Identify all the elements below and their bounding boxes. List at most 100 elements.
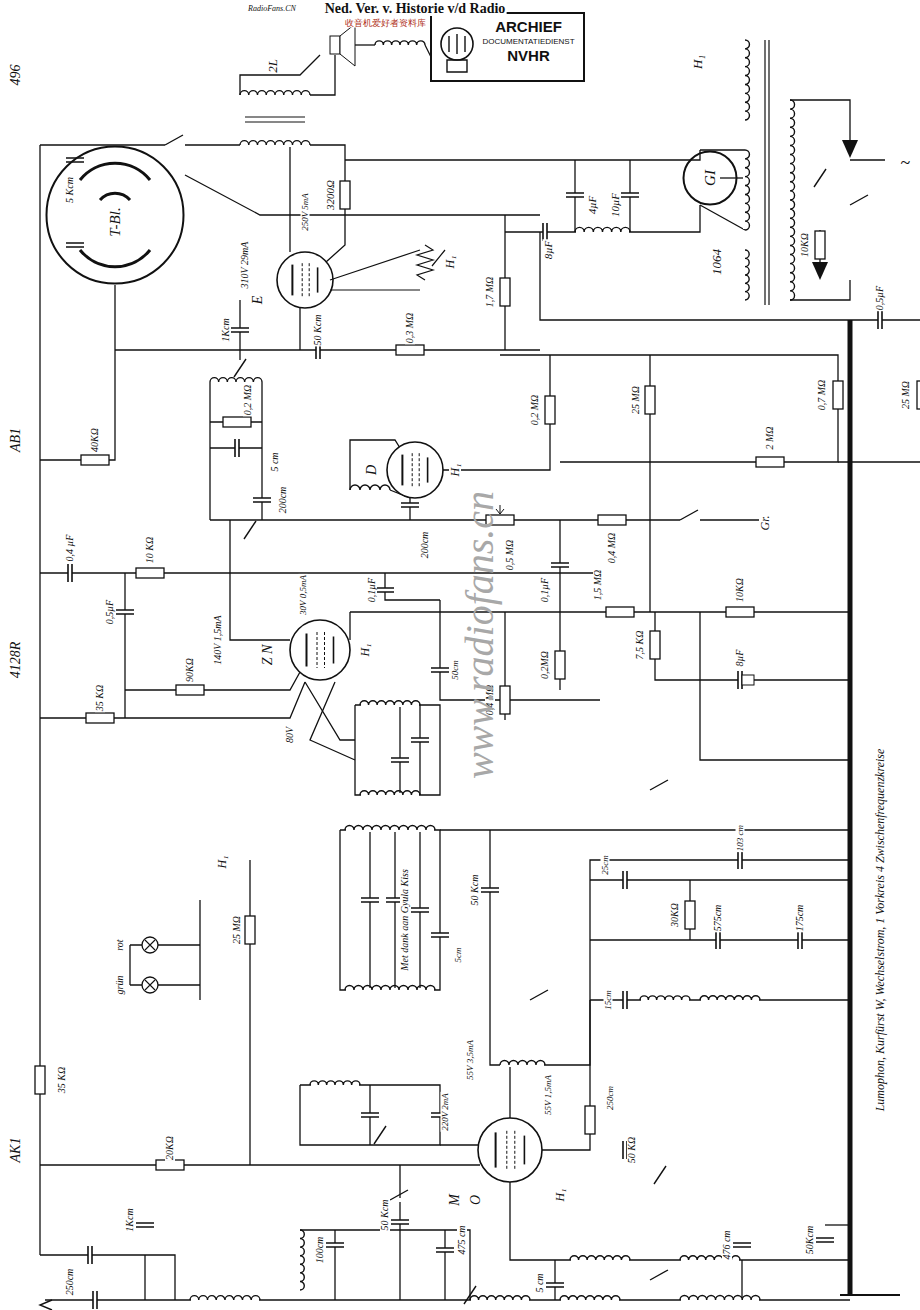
capacitor-plate xyxy=(316,341,320,359)
wire xyxy=(825,1224,850,1225)
component-value: M xyxy=(448,1193,462,1207)
wire xyxy=(345,150,700,160)
wire xyxy=(444,1230,445,1300)
capacitor-symbol xyxy=(738,851,742,869)
coil-symbol xyxy=(640,996,690,1000)
coil-gap xyxy=(681,1298,759,1302)
component-value: 55V 3,5mA xyxy=(466,1039,475,1081)
wire xyxy=(399,705,400,795)
capacitor-symbol xyxy=(733,1243,751,1247)
component-value: E xyxy=(251,295,265,306)
capacitor-plate xyxy=(68,564,72,582)
tube-envelope xyxy=(387,442,443,498)
capacitor-plate xyxy=(878,311,882,329)
capacitor-gap xyxy=(361,1113,379,1117)
wire xyxy=(130,984,200,985)
coil-gap xyxy=(501,1063,544,1067)
capacitor-plate xyxy=(66,158,84,162)
capacitor-plate xyxy=(543,223,547,241)
capacitor-plate xyxy=(326,1243,344,1247)
component-value: 25 MΩ xyxy=(631,385,641,415)
capacitor-gap xyxy=(235,439,239,457)
component-value: 80V xyxy=(285,726,295,744)
wire xyxy=(790,100,850,140)
coil-gap xyxy=(701,998,759,1002)
capacitor-plate xyxy=(88,1246,92,1264)
component-value: 0,2 MΩ xyxy=(530,394,540,427)
icon-bulb xyxy=(441,28,473,60)
capacitor-gap xyxy=(623,991,627,1009)
capacitor-symbol xyxy=(566,193,584,197)
wire xyxy=(245,116,305,117)
archive-icon xyxy=(437,20,477,80)
component-value: Met dank aan Gyula Kiss xyxy=(400,868,410,972)
tube-grid xyxy=(317,632,325,668)
tube-symbol xyxy=(277,252,333,308)
component-value: 1,5 MΩ xyxy=(593,569,603,602)
capacitor-plate xyxy=(621,193,639,197)
wire xyxy=(741,1260,742,1300)
wire xyxy=(385,573,440,600)
tube-symbol xyxy=(290,620,350,680)
component-value: 50 Kcm xyxy=(470,874,480,907)
wire xyxy=(130,944,200,945)
resistor-symbol xyxy=(815,231,825,259)
stamp-text: ARCHIEF xyxy=(482,18,575,37)
coil-gap xyxy=(743,151,747,229)
component-value: 40KΩ xyxy=(90,427,100,453)
capacitor-plate xyxy=(566,193,584,197)
capacitor-gap xyxy=(431,668,449,672)
component-value: rot xyxy=(115,938,125,951)
capacitor-gap xyxy=(376,588,394,592)
wire xyxy=(40,682,305,718)
coil-symbol xyxy=(700,996,760,1000)
capacitor-plate xyxy=(431,1113,449,1117)
capacitor-gap xyxy=(411,738,429,742)
wire xyxy=(40,572,600,573)
resistor-symbol xyxy=(756,457,784,467)
component-value: 575cm xyxy=(713,904,723,933)
capacitor-gap xyxy=(136,1223,154,1227)
archive-stamp: ARCHIEFDOCUMENTATIEDIENSTNVHR xyxy=(430,12,585,82)
component-value: H₁ xyxy=(449,463,461,478)
wire xyxy=(505,205,700,232)
capacitor-symbol xyxy=(235,439,239,457)
wire xyxy=(129,945,130,985)
switch-lever xyxy=(165,135,183,145)
tube-outline xyxy=(682,150,738,206)
capacitor-symbol xyxy=(391,1220,409,1224)
coil-symbol xyxy=(190,1296,260,1300)
wire xyxy=(305,682,355,740)
wire xyxy=(40,1255,175,1300)
component-value: 140V 1,5mA xyxy=(213,614,223,665)
capacitor-plate xyxy=(136,1223,154,1227)
component-value: 20KΩ xyxy=(165,1135,175,1161)
tube-grid xyxy=(412,453,419,487)
wire xyxy=(40,285,115,460)
capacitor-plate xyxy=(66,243,84,247)
wire xyxy=(790,280,850,300)
capacitor-symbol xyxy=(361,898,379,902)
lamp-bulb xyxy=(142,937,158,953)
capacitor-gap xyxy=(566,193,584,197)
component-value: 25cm xyxy=(601,854,610,876)
resistor-symbol xyxy=(685,901,695,929)
capacitor-symbol xyxy=(316,341,320,359)
capacitor-plate xyxy=(386,898,404,902)
resistor-symbol xyxy=(176,685,204,695)
component-value: 55V 1,5mA xyxy=(544,1074,553,1116)
component-value: 5 Kcm xyxy=(65,176,75,204)
component-value: O xyxy=(469,1194,483,1206)
capacitor-symbol xyxy=(543,223,547,241)
component-value: 2L xyxy=(266,58,279,74)
wire xyxy=(310,55,335,95)
capacitor-plate xyxy=(431,668,449,672)
component-value: 0,4 µF xyxy=(65,534,75,563)
ground-slash xyxy=(814,169,826,187)
capacitor-gap xyxy=(88,1246,92,1264)
component-value: 30V 0,5mA xyxy=(299,574,308,616)
wire xyxy=(542,860,850,1150)
wire xyxy=(419,705,420,795)
